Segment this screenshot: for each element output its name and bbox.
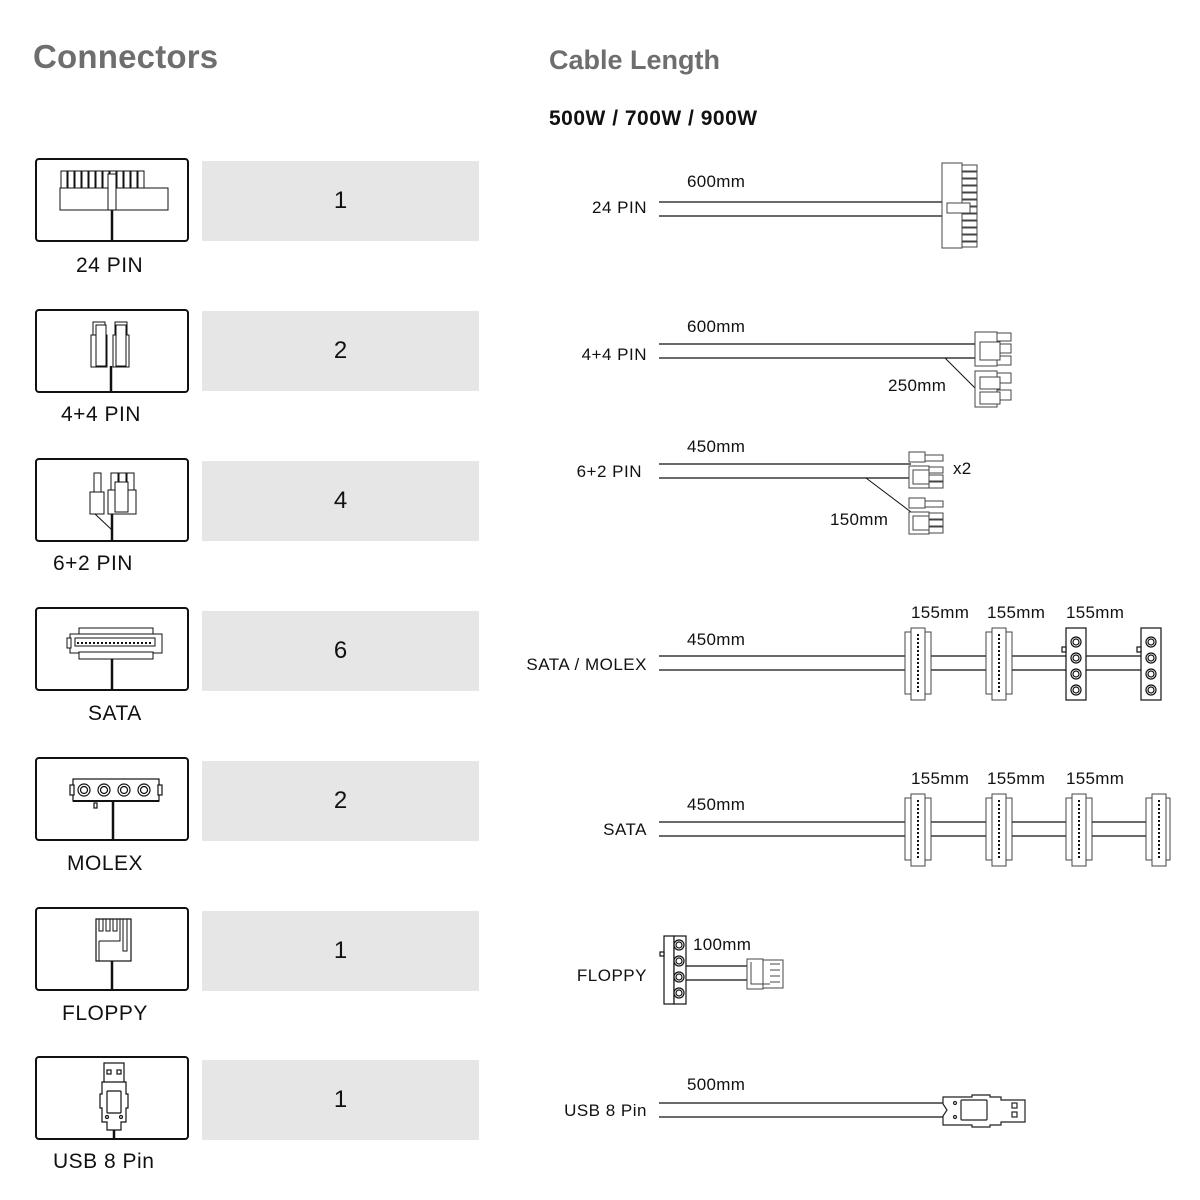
atx-24pin-connector-drawing: [941, 162, 978, 249]
sata-connector-drawing: [904, 627, 932, 701]
sata-connector-drawing: [1065, 793, 1093, 867]
quantity-4plus4pin: 2: [202, 311, 479, 391]
connector-label-4plus4pin: 4+4 PIN: [61, 403, 141, 426]
cable-length-usb8pin: 500mm: [687, 1075, 746, 1094]
cable-length-6plus2pin: 450mm: [687, 437, 746, 456]
atx-24pin-connector-icon: [59, 170, 169, 240]
connector-icon-box-usb8pin: [35, 1056, 189, 1140]
segment-length-sata-2: 155mm: [987, 769, 1046, 788]
molex-connector-drawing: [1061, 627, 1087, 701]
connector-label-usb8pin: USB 8 Pin: [53, 1150, 155, 1173]
multiplier-6plus2pin: x2: [953, 459, 972, 478]
segment-length-sata-molex-2: 155mm: [987, 603, 1046, 622]
quantity-sata: 6: [202, 611, 479, 691]
quantity-floppy: 1: [202, 911, 479, 991]
molex-connector-drawing: [659, 935, 687, 1005]
branch-length-6plus2pin: 150mm: [830, 510, 889, 529]
segment-length-sata-1: 155mm: [911, 769, 970, 788]
sata-connector-drawing: [1145, 793, 1171, 867]
cable-4plus4pin: [659, 331, 1012, 408]
connector-label-molex: MOLEX: [67, 852, 144, 875]
sata-connector-drawing: [985, 627, 1013, 701]
cable-label-floppy: FLOPPY: [576, 966, 647, 985]
cable-length-24pin: 600mm: [687, 172, 746, 191]
wattage-models: 500W / 700W / 900W: [549, 107, 758, 130]
connector-label-24pin: 24 PIN: [76, 254, 144, 277]
cable-length-4plus4pin: 600mm: [687, 317, 746, 336]
connector-icon-box-sata: [35, 607, 189, 691]
connectors-title: Connectors: [33, 38, 219, 75]
quantity-24pin: 1: [202, 161, 479, 241]
cable-label-6plus2pin: 6+2 PIN: [576, 462, 642, 481]
floppy-connector-drawing: [746, 958, 784, 990]
connector-icon-box-24pin: [35, 158, 189, 242]
cable-length-sata: 450mm: [687, 795, 746, 814]
cable-label-sata: SATA: [603, 820, 647, 839]
connector-label-sata: SATA: [88, 702, 142, 725]
quantity-molex: 2: [202, 761, 479, 841]
usb-connector-drawing: [942, 1094, 1026, 1128]
pcie-6plus2pin-connector-icon: [89, 472, 137, 540]
molex-connector-drawing: [1136, 627, 1162, 701]
sata-connector-icon: [66, 627, 163, 689]
quantity-6plus2pin: 4: [202, 461, 479, 541]
segment-length-sata-molex-3: 155mm: [1066, 603, 1125, 622]
connector-icon-box-6plus2pin: [35, 458, 189, 542]
quantity-usb8pin: 1: [202, 1060, 479, 1140]
connector-icon-box-floppy: [35, 907, 189, 991]
cpu-4plus4pin-connector-drawing-2: [974, 370, 1012, 408]
connector-label-floppy: FLOPPY: [62, 1002, 148, 1025]
cable-label-24pin: 24 PIN: [592, 198, 647, 217]
cable-label-sata-molex: SATA / MOLEX: [526, 655, 647, 674]
cable-usb8pin: [659, 1094, 1026, 1128]
cable-length-floppy: 100mm: [693, 935, 752, 954]
cpu-4plus4pin-connector-drawing-1: [974, 331, 1012, 367]
cpu-4plus4pin-connector-icon: [90, 321, 130, 391]
molex-connector-icon: [69, 778, 163, 839]
floppy-connector-icon: [95, 918, 132, 989]
usb-connector-icon: [99, 1062, 129, 1138]
segment-length-sata-3: 155mm: [1066, 769, 1125, 788]
cable-length-sata-molex: 450mm: [687, 630, 746, 649]
cable-length-title: Cable Length: [549, 45, 721, 75]
cable-label-4plus4pin: 4+4 PIN: [581, 345, 647, 364]
cable-6plus2pin: [659, 451, 944, 535]
sata-connector-drawing: [904, 793, 932, 867]
connector-icon-box-molex: [35, 757, 189, 841]
sata-connector-drawing: [985, 793, 1013, 867]
pcie-6plus2pin-connector-drawing-1: [908, 451, 944, 489]
connector-label-6plus2pin: 6+2 PIN: [53, 552, 133, 575]
pcie-6plus2pin-connector-drawing-2: [908, 497, 944, 535]
cable-label-usb8pin: USB 8 Pin: [564, 1101, 647, 1120]
branch-length-4plus4pin: 250mm: [888, 376, 947, 395]
segment-length-sata-molex-1: 155mm: [911, 603, 970, 622]
connector-icon-box-4plus4pin: [35, 309, 189, 393]
